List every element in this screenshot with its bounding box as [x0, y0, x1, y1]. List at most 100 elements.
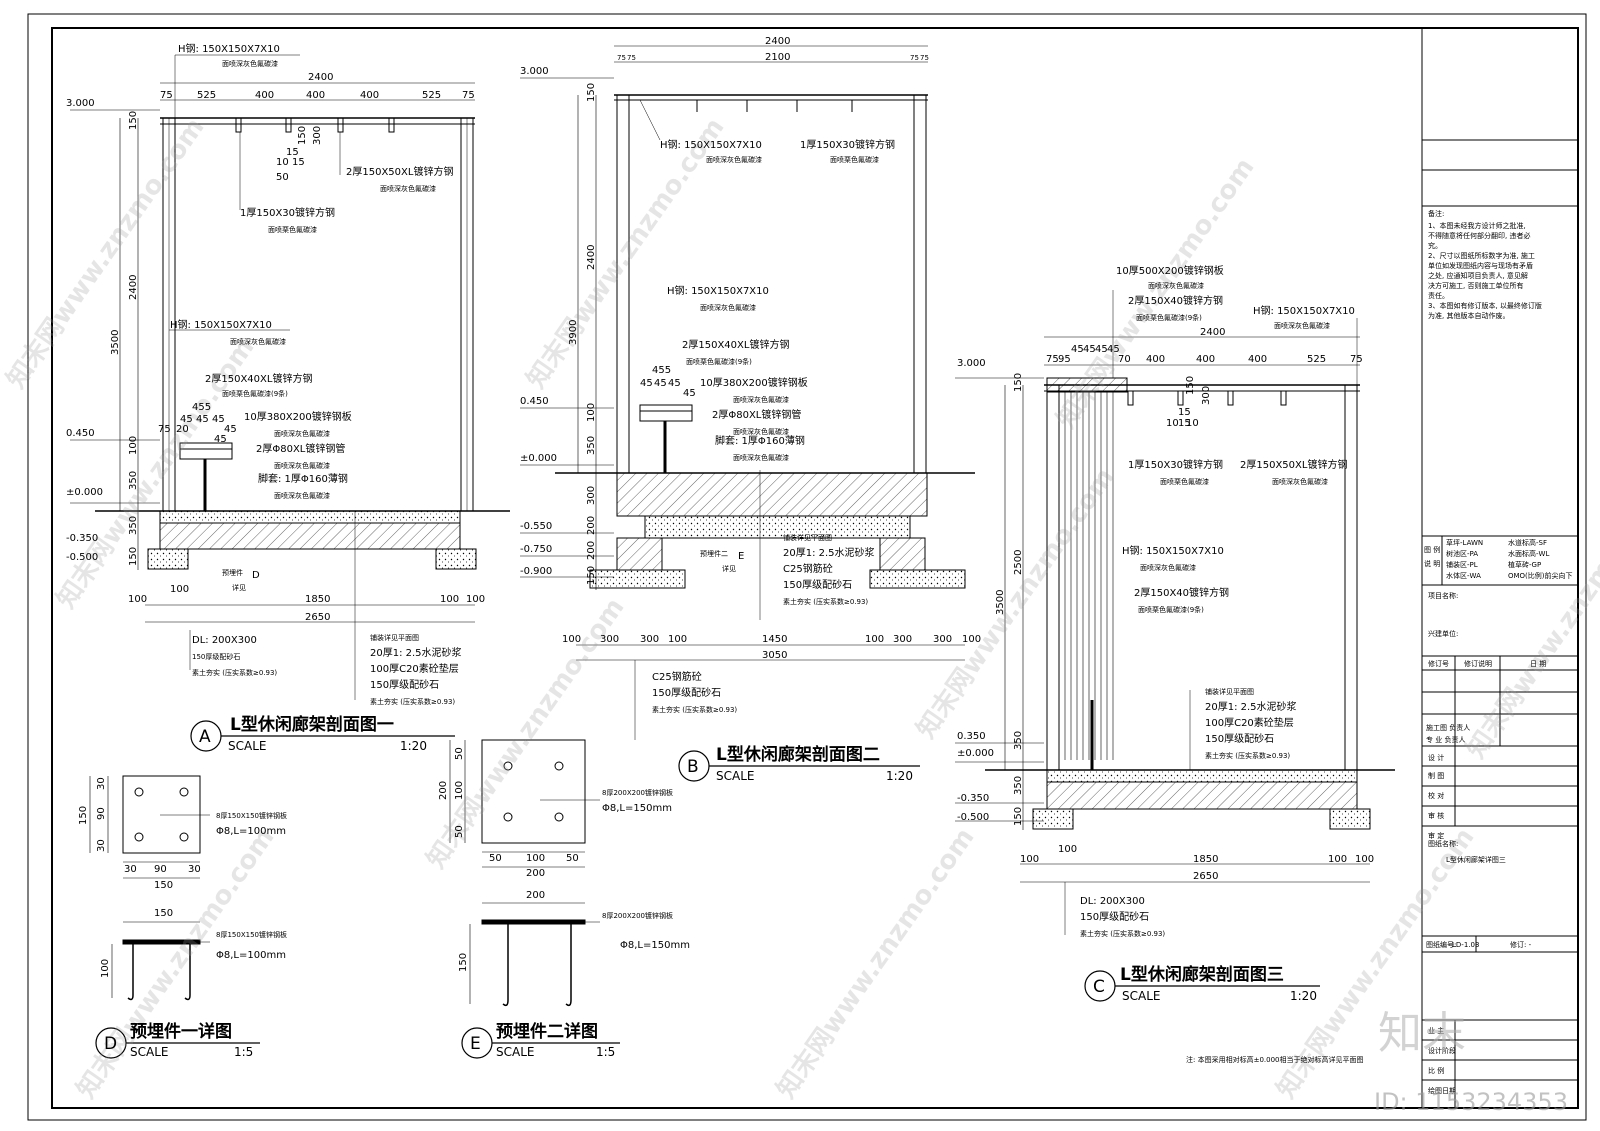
level-label: -0.500 — [66, 552, 98, 563]
note: 面喷栗色氟碳漆(9条) — [222, 389, 288, 398]
note: H钢: 150X150X7X10 — [1122, 544, 1224, 557]
dim-label: 10 — [276, 157, 289, 168]
scale-label: SCALE — [716, 769, 754, 783]
watermark-text: 知末网www.znzmo.com — [521, 113, 730, 394]
title-block-text: 备注: 1、本图未经我方设计师之批准, 不得随意将任何部分翻印, 违者必 究。 … — [1424, 209, 1573, 1095]
dim-label: 100 — [128, 436, 139, 455]
bottom-row: 比 例 — [1428, 1066, 1444, 1075]
dim-label: 100 — [668, 634, 687, 645]
dim-label: 100 — [440, 594, 459, 605]
dim-label: 45 — [196, 414, 209, 425]
scale-value: 1:5 — [234, 1045, 253, 1059]
note: C25钢筋砼 — [783, 562, 833, 575]
remark-line: 责任。 — [1428, 291, 1449, 300]
note: 8厚200X200镀锌钢板 — [602, 788, 673, 797]
section-a-drawing — [70, 54, 510, 700]
dim-label: 2500 — [1013, 550, 1024, 575]
title: L型休闲廊架剖面图一 — [230, 714, 394, 735]
dim-label: 100 — [1020, 854, 1039, 865]
dim-label: 400 — [255, 90, 274, 101]
scale-label: SCALE — [130, 1045, 168, 1059]
dim-label: 45 — [214, 434, 227, 445]
section-b-text: 2400 2100 75 75 75 75 3.000 0.450 ±0.000… — [520, 36, 981, 714]
dim-label: 200 — [438, 781, 449, 800]
sign-row: 施工图 负责人 — [1426, 723, 1470, 732]
dim-label: 300 — [893, 634, 912, 645]
dim-label: 400 — [306, 90, 325, 101]
section-c-drawing — [955, 290, 1395, 935]
note: 面喷深灰色氟碳漆 — [1272, 477, 1328, 486]
detail-d-text: 8厚150X150镀锌钢板 Φ8,L=100mm 30 90 30 150 30… — [78, 777, 287, 978]
note: 素土夯实 (压实系数≥0.93) — [783, 597, 868, 606]
dim-label: 30 — [96, 839, 107, 852]
level-label: 3.000 — [66, 98, 95, 109]
note: 1厚150X30镀锌方钢 — [1128, 458, 1223, 471]
level-label: -0.500 — [957, 812, 989, 823]
note: Φ8,L=150mm — [620, 940, 690, 951]
title: L型休闲廊架剖面图二 — [716, 744, 880, 765]
sign-row: 制 图 — [1428, 771, 1444, 780]
dim-label: 3500 — [995, 590, 1006, 615]
dim-label: 300 — [586, 486, 597, 505]
legend-cell: 水道标高-SF — [1508, 538, 1547, 547]
level-label: 3.000 — [520, 66, 549, 77]
section-b-drawing — [520, 45, 975, 740]
remark-line: 究。 — [1428, 241, 1442, 250]
dim-label: 100 — [454, 781, 465, 800]
note: 素土夯实 (压实系数≥0.93) — [1080, 929, 1165, 938]
sign-row: 专 业 负责人 — [1426, 735, 1465, 744]
note: H钢: 150X150X7X10 — [170, 318, 272, 331]
dim-label: 15 — [286, 147, 299, 158]
note: 面喷栗色氟碳漆 — [268, 225, 317, 234]
dim-label: 3050 — [762, 650, 787, 661]
watermark-text: 知末网www.znzmo.com — [1461, 483, 1600, 764]
section-c-text: 2400 75 95 45 45 45 45 70 400 400 400 52… — [957, 264, 1374, 938]
legend-cell: OMO(比例)前尖向下 — [1508, 571, 1573, 580]
sign-row: 审 核 — [1428, 811, 1444, 820]
level-label: 3.000 — [957, 358, 986, 369]
note: 20厚1: 2.5水泥砂浆 — [1205, 700, 1297, 713]
note: 2厚150X50XL镀锌方钢 — [346, 165, 453, 178]
note: 面喷栗色氟碳漆(9条) — [686, 357, 752, 366]
note: 素土夯实 (压实系数≥0.93) — [370, 697, 455, 706]
note: 素土夯实 (压实系数≥0.93) — [192, 668, 277, 677]
dim-label: 2650 — [1193, 871, 1218, 882]
dim-label: 455 — [192, 402, 211, 413]
dim-label: 150 — [78, 806, 89, 825]
revision-header: 修订号 — [1428, 659, 1449, 668]
remark-line: 为准, 其他版本自动作废。 — [1428, 311, 1509, 320]
dim-label: 45 — [683, 388, 696, 399]
dim-label: 150 — [586, 566, 597, 585]
dim-label: 90 — [96, 807, 107, 820]
dim-label: 100 — [586, 403, 597, 422]
dim-label: 2400 — [1200, 327, 1225, 338]
note: 100厚C20素砼垫层 — [370, 662, 459, 675]
note: 100厚C20素砼垫层 — [1205, 716, 1294, 729]
note: 面喷深灰色氟碳漆 — [1140, 563, 1196, 572]
note: 素土夯实 (压实系数≥0.93) — [652, 705, 737, 714]
sign-row: 设 计 — [1428, 753, 1444, 762]
scale-value: 1:20 — [1290, 989, 1317, 1003]
dim-label: 300 — [600, 634, 619, 645]
dim-label: 1450 — [762, 634, 787, 645]
title: L型休闲廊架剖面图三 — [1120, 964, 1284, 985]
note: 脚套: 1厚Φ160薄钢 — [258, 472, 348, 485]
dim-label: 100 — [962, 634, 981, 645]
dim-label: 45 — [654, 378, 667, 389]
dim-label: 50 — [489, 853, 502, 864]
dim-label: 100 — [170, 584, 189, 595]
dim-label: 100 — [526, 853, 545, 864]
note: 面喷深灰色氟碳漆 — [733, 427, 789, 436]
section-a-text: H钢: 150X150X7X10 面喷深灰色氟碳漆 2400 75 525 40… — [66, 42, 485, 706]
dim-label: 100 — [466, 594, 485, 605]
note: 2厚Φ80XL镀锌钢管 — [256, 442, 345, 455]
note: 150厚级配砂石 — [192, 652, 240, 661]
note: 铺装详见平面图 — [1205, 687, 1254, 696]
dim-label: 150 — [1013, 373, 1024, 392]
bottom-row: 业 主 — [1428, 1026, 1444, 1035]
note: DL: 200X300 — [192, 635, 257, 646]
legend-cell: 铺装区-PL — [1446, 560, 1478, 569]
drawing-name: L型休闲廊架详图三 — [1446, 855, 1506, 864]
dim-label: 200 — [586, 541, 597, 560]
